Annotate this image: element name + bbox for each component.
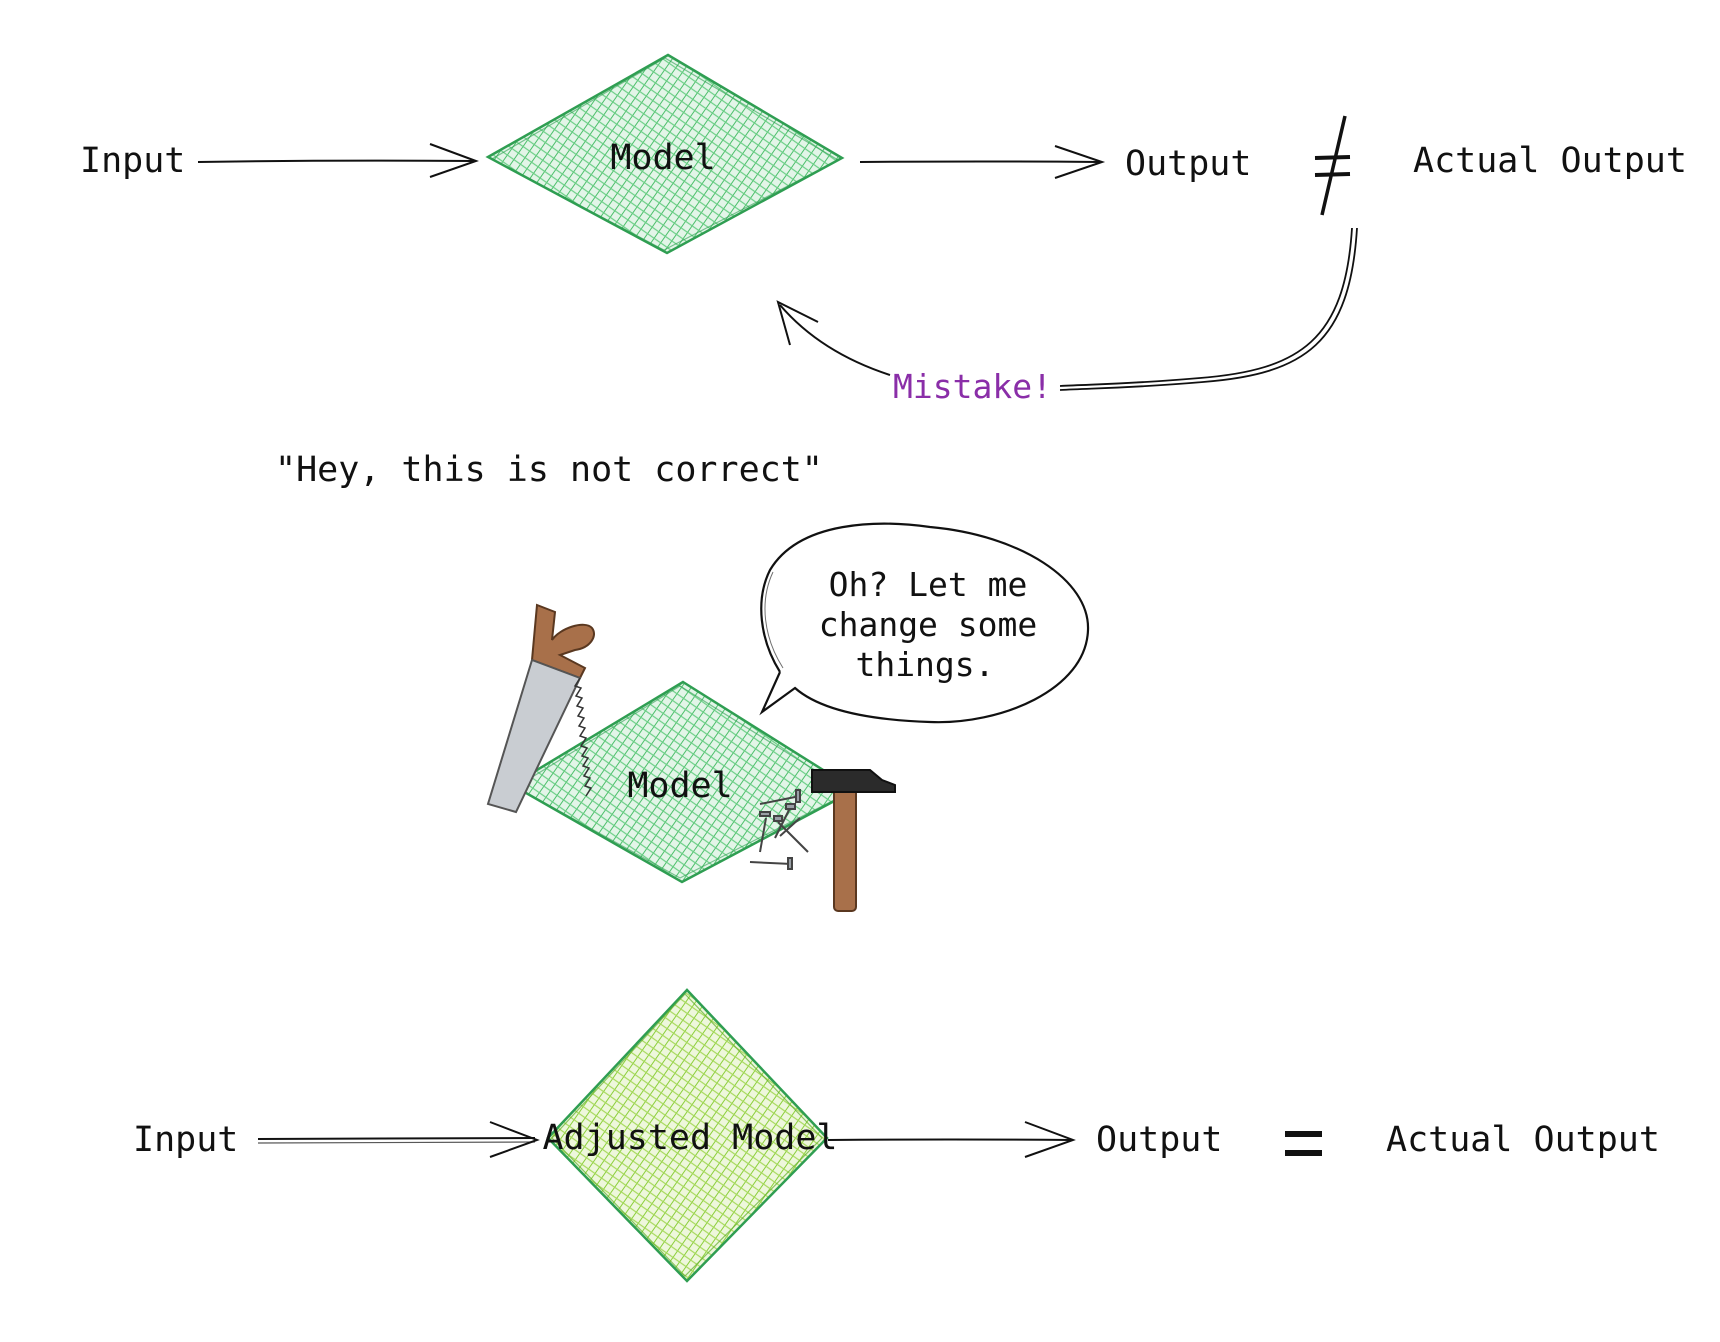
nails-icon (749, 789, 809, 870)
hammer-icon (811, 769, 896, 912)
feedback-arrow (776, 227, 1358, 391)
top-actual-output-label: Actual Output (1413, 141, 1687, 181)
bottom-output-label: Output (1096, 1120, 1222, 1160)
top-model-label: Model (610, 138, 715, 178)
speech-line-3: things. (855, 645, 994, 684)
saw-icon (486, 603, 595, 814)
bottom-actual-output-label: Actual Output (1386, 1120, 1660, 1160)
top-model-diamond (485, 53, 845, 255)
speech-line-1: Oh? Let me (829, 565, 1028, 604)
speech-bubble: Oh? Let me change some things. (759, 522, 1090, 724)
not-equal-sign (1314, 115, 1351, 216)
top-input-arrow (197, 143, 479, 178)
top-output-label: Output (1125, 144, 1251, 184)
equals-sign (1285, 1131, 1322, 1156)
top-flow: Input Model Output Actual Output (80, 53, 1687, 255)
adjusted-model-label: Adjusted Model (542, 1118, 837, 1158)
top-input-label: Input (80, 141, 185, 181)
feedback-quote: "Hey, this is not correct" (275, 450, 823, 490)
top-output-arrow (859, 145, 1106, 179)
mistake-label: Mistake! (893, 367, 1052, 406)
middle-model-diamond (509, 680, 858, 884)
bottom-input-label: Input (133, 1120, 238, 1160)
adjusted-model-diamond (546, 988, 829, 1283)
middle-model-label: Model (627, 766, 732, 806)
bottom-output-arrow (827, 1121, 1076, 1158)
speech-line-2: change some (819, 605, 1038, 644)
bottom-input-arrow (257, 1121, 540, 1158)
